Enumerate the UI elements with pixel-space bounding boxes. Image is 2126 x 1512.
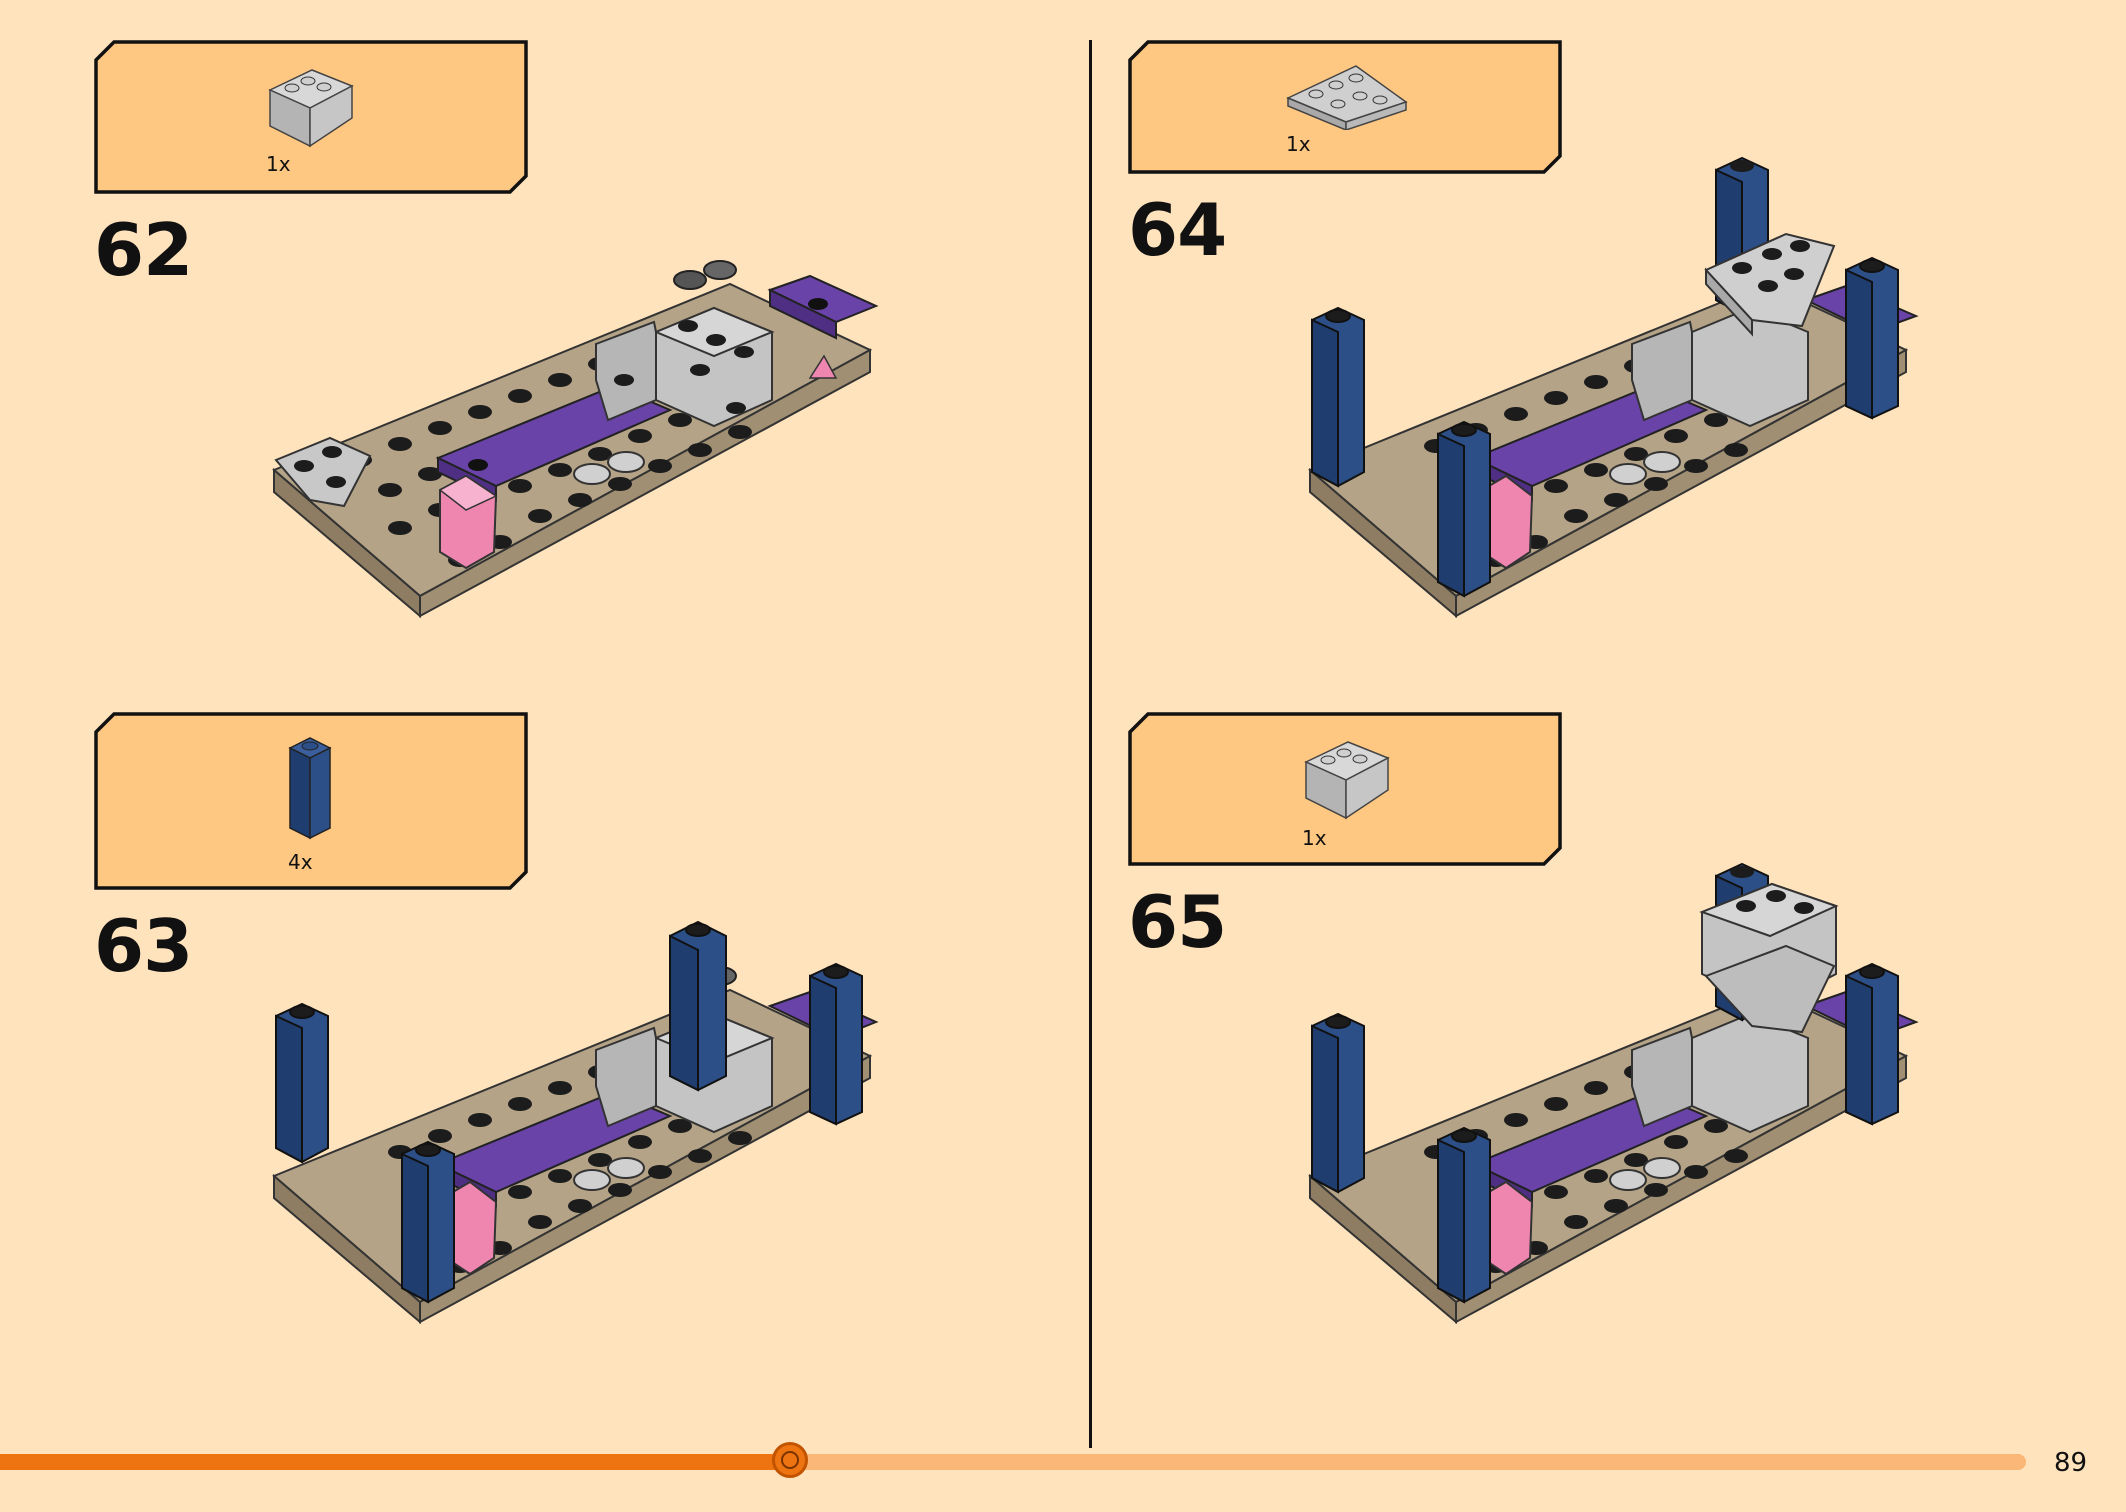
- build-model-step-63: [272, 920, 879, 1325]
- gray-wedge-plate-icon: [1286, 65, 1408, 130]
- step-number: 62: [94, 208, 193, 292]
- build-model-step-62: [272, 260, 879, 619]
- progress-bar-fill: [0, 1454, 791, 1470]
- build-model-step-64: [1308, 156, 1919, 619]
- gray-wedge-brick-icon: [1304, 741, 1390, 820]
- page-number: 89: [2054, 1448, 2088, 1478]
- gray-wedge-brick-icon: [268, 69, 354, 148]
- part-quantity: 4x: [288, 850, 313, 874]
- parts-callout-step-63: 4x: [94, 712, 528, 890]
- progress-marker-icon: [772, 1442, 809, 1478]
- step-number: 63: [94, 904, 193, 988]
- step-number: 64: [1128, 188, 1227, 272]
- part-quantity: 1x: [266, 152, 291, 176]
- parts-callout-step-64: 1x: [1128, 40, 1562, 174]
- parts-callout-step-65: 1x: [1128, 712, 1562, 866]
- build-model-step-65: [1308, 862, 1919, 1325]
- part-quantity: 1x: [1286, 132, 1311, 156]
- part-quantity: 1x: [1302, 826, 1327, 850]
- blue-brick-icon: [288, 737, 332, 840]
- column-divider: [1089, 40, 1092, 1448]
- progress-bar: [0, 1442, 2026, 1478]
- parts-callout-step-62: 1x: [94, 40, 528, 194]
- step-number: 65: [1128, 880, 1227, 964]
